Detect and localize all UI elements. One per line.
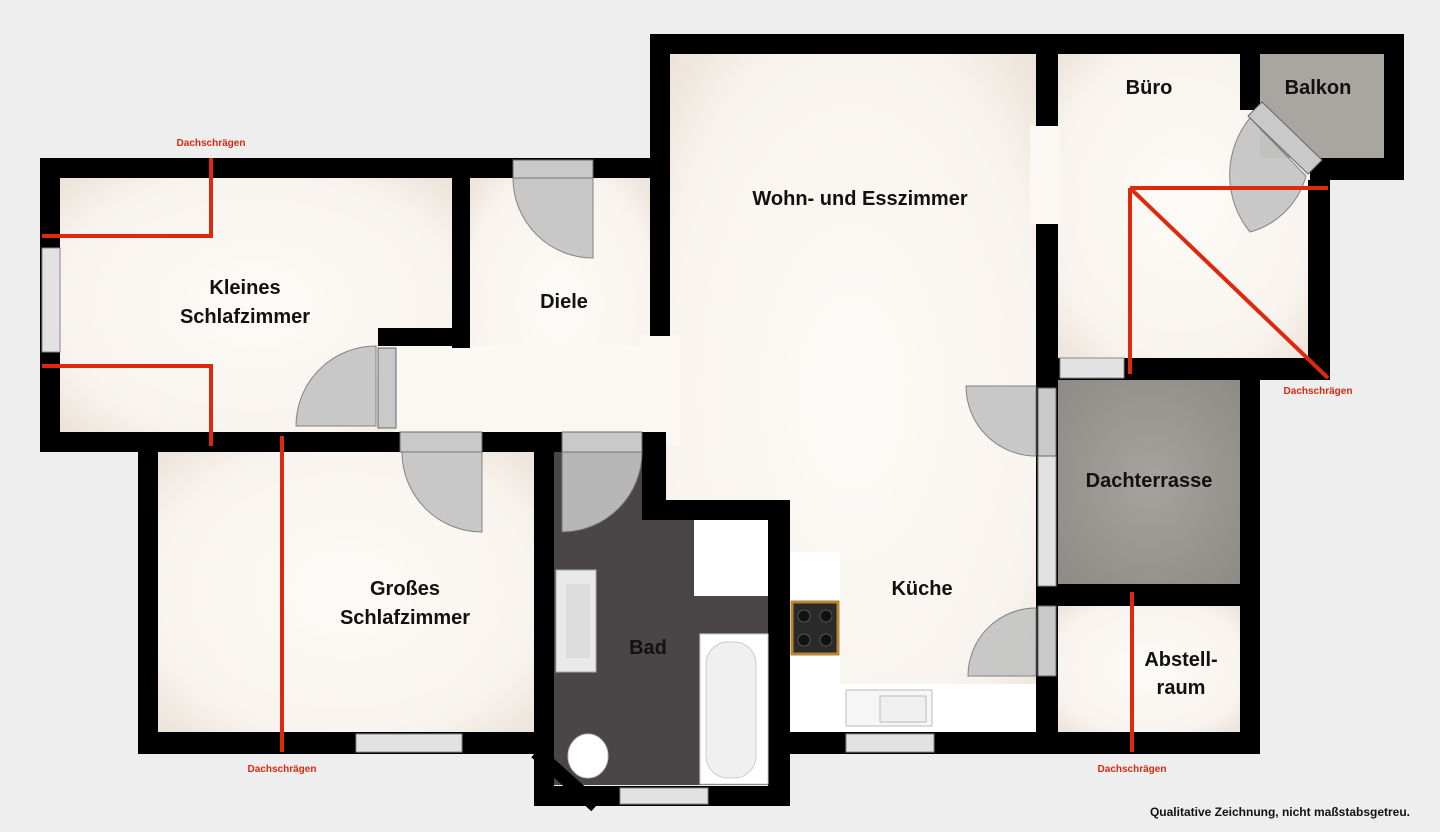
window-kitchen [845, 733, 935, 753]
bath-shelf [694, 520, 768, 596]
room-label-kitchen: Küche [891, 578, 952, 600]
window-office [1059, 357, 1125, 379]
fixtures [531, 520, 1036, 812]
floor-storage [1058, 604, 1240, 732]
room-label-office: Büro [1126, 77, 1173, 99]
room-label-large-bedroom: Großes [370, 578, 440, 600]
room-label-large-bedroom-2: Schlafzimmer [340, 607, 470, 629]
slope-label-right: Dachschrägen [1284, 386, 1353, 397]
room-labels: Kleines Schlafzimmer Diele Wohn- und Ess… [180, 77, 1351, 699]
floor-hallway-lower [395, 345, 655, 435]
roof-slope-lines [42, 158, 1330, 752]
scale-note: Qualitative Zeichnung, nicht maßstabsget… [1150, 805, 1410, 819]
room-label-balcony: Balkon [1285, 77, 1352, 99]
window-terrace-door [1037, 455, 1057, 587]
slope-label-bottom-right: Dachschrägen [1098, 764, 1167, 775]
window-bathroom [619, 787, 709, 805]
windows [41, 247, 1125, 805]
floor-corridor-link [640, 335, 680, 445]
stove [790, 600, 840, 656]
room-label-bathroom: Bad [629, 637, 667, 659]
slope-labels: Dachschrägen Dachschrägen Dachschrägen D… [177, 138, 1353, 775]
room-label-roof-terrace: Dachterrasse [1086, 470, 1213, 492]
room-label-storage-2: raum [1157, 677, 1206, 699]
window-small-bedroom [41, 247, 61, 353]
room-label-hallway: Diele [540, 291, 588, 313]
room-label-living-dining: Wohn- und Esszimmer [752, 188, 967, 210]
window-large-bedroom [355, 733, 463, 753]
room-label-storage: Abstell- [1144, 649, 1217, 671]
room-label-small-bedroom: Kleines [209, 277, 280, 299]
slope-label-top-left: Dachschrägen [177, 138, 246, 149]
toilet [567, 733, 609, 779]
floor-roof-terrace [1058, 378, 1240, 584]
slope-label-bottom-left: Dachschrägen [248, 764, 317, 775]
doors [295, 101, 1323, 677]
room-label-small-bedroom-2: Schlafzimmer [180, 306, 310, 328]
floor-living-office-gap [1030, 125, 1060, 225]
